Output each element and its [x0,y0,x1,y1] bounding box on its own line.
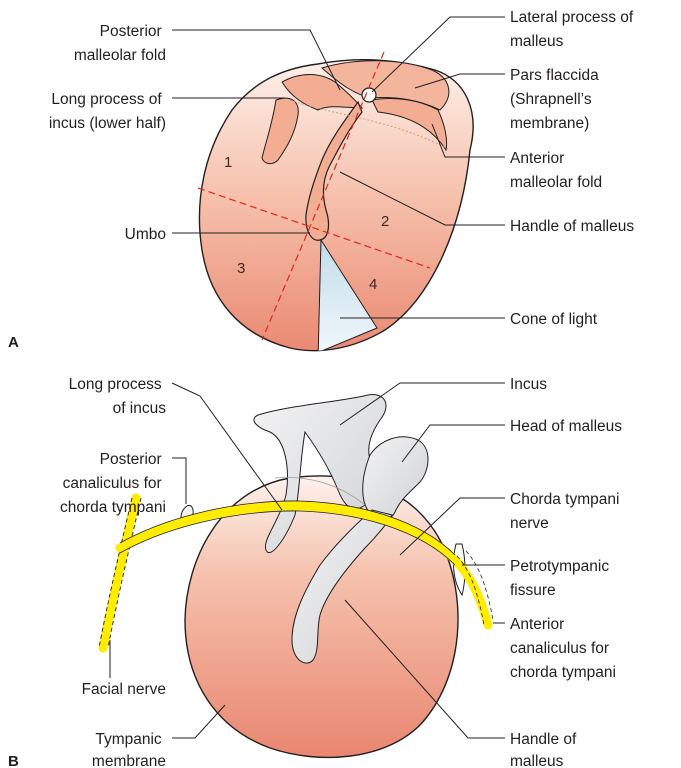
facial-nerve [103,498,136,648]
quadrant-2: 2 [381,213,389,230]
label-head-of-malleus: Head of malleus [510,418,622,435]
label-long-process-incus: Long process of incus [69,376,167,417]
label-chorda-tympani-nerve: Chorda tympani nerve [510,491,624,532]
head-of-malleus [363,437,428,519]
label-posterior-canaliculus: Posterior canaliculus for chorda tympani [60,451,166,516]
panel-a: 1 2 3 4 Posterior malleolar fold Long pr… [8,9,638,360]
label-handle-of-malleus-b: Handle of malleus [510,731,581,768]
label-long-process-incus-lower: Long process of incus (lower half) [49,91,166,132]
panel-letter-a: A [8,334,19,351]
tympanic-membrane-b [185,476,458,757]
label-umbo: Umbo [125,226,166,243]
quadrant-4: 4 [369,276,377,293]
panel-b: Long process of incus Posterior canalicu… [8,376,624,768]
label-anterior-malleolar-fold: Anterior malleolar fold [510,150,602,191]
label-incus: Incus [510,376,547,393]
quadrant-1: 1 [224,154,232,171]
label-pars-flaccida: Pars flaccida (Shrapnell’s membrane) [510,67,603,132]
label-petrotympanic-fissure: Petrotympanic fissure [510,558,613,599]
label-tympanic-membrane: Tympanic membrane [92,731,166,768]
label-facial-nerve: Facial nerve [82,681,166,698]
label-anterior-canaliculus: Anterior canaliculus for chorda tympani [510,616,616,681]
leader-posterior-canaliculus [172,458,186,504]
label-lateral-process-malleus: Lateral process of malleus [510,9,638,50]
label-posterior-malleolar-fold: Posterior malleolar fold [74,23,166,64]
label-cone-of-light: Cone of light [510,311,598,328]
label-handle-of-malleus-a: Handle of malleus [510,218,634,235]
panel-letter-b: B [8,753,19,768]
quadrant-3: 3 [237,260,245,277]
